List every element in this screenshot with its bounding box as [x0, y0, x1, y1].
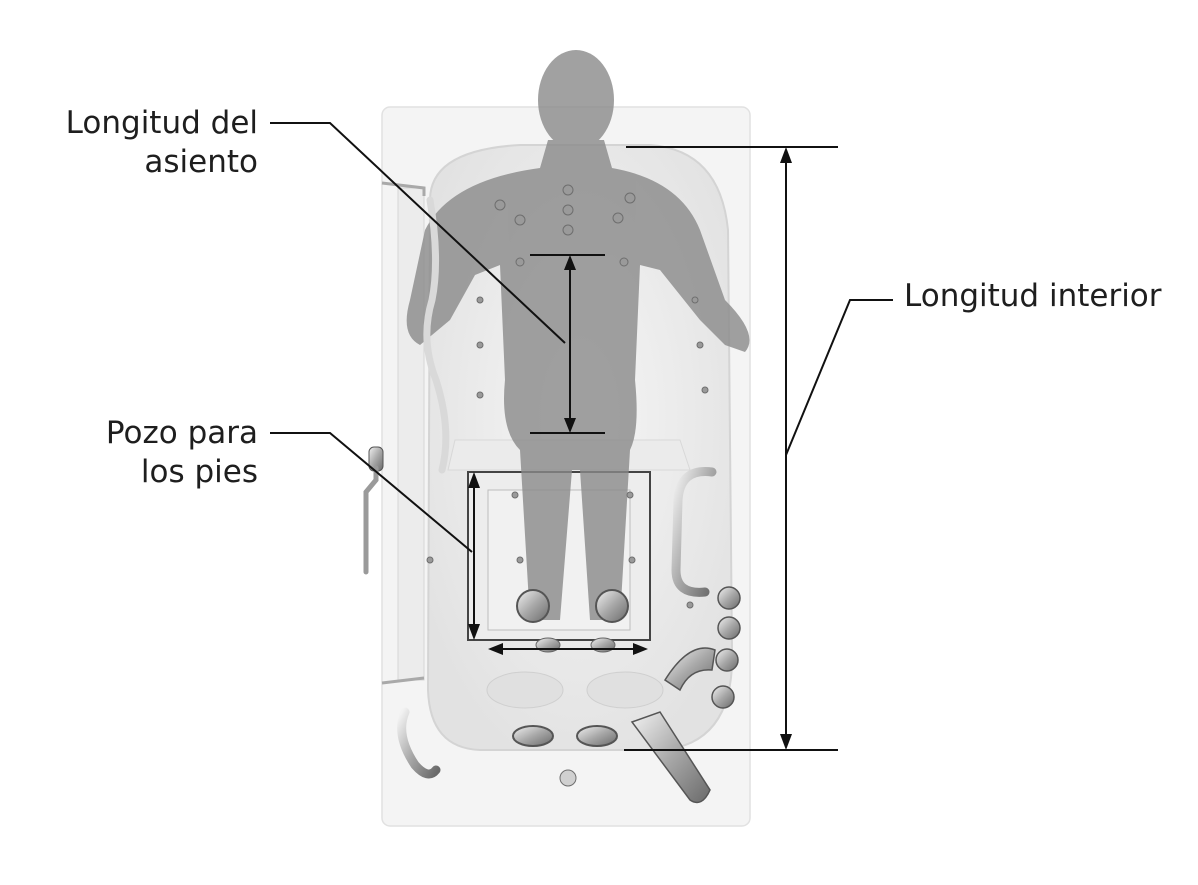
basin-bump-left — [486, 671, 564, 709]
seat-length-label-line1: Longitud del — [65, 105, 258, 141]
foot-roller-right — [595, 589, 629, 623]
basin-bump-right — [586, 671, 664, 709]
dimension-arrowheads — [468, 147, 792, 750]
foot-roller-left — [516, 589, 550, 623]
foot-well-label-line2: los pies — [140, 454, 258, 490]
faucet-handle — [663, 647, 716, 692]
dimension-lines — [270, 122, 893, 751]
seat-leader-line — [270, 122, 566, 344]
control-knobs — [711, 586, 741, 709]
lower-handle — [397, 707, 441, 779]
seat-length-label-line2: asiento — [144, 144, 258, 180]
grab-bar — [671, 467, 717, 597]
foot-well-label: Pozo para los pies — [40, 414, 258, 492]
drain-left — [512, 725, 554, 747]
faucet-spout — [630, 711, 711, 804]
foot-leader-line — [270, 432, 473, 553]
jets — [426, 184, 709, 787]
door-lever — [363, 465, 379, 575]
door-bottom-bracket — [381, 676, 425, 685]
foot-well-label-line1: Pozo para — [105, 415, 258, 451]
seat-length-label: Longitud del asiento — [40, 104, 258, 182]
interior-length-label: Longitud interior — [904, 278, 1162, 314]
interior-leader-line — [785, 299, 893, 456]
drain-right — [576, 725, 618, 747]
shower-hose — [423, 196, 450, 474]
person-silhouette — [406, 50, 750, 620]
